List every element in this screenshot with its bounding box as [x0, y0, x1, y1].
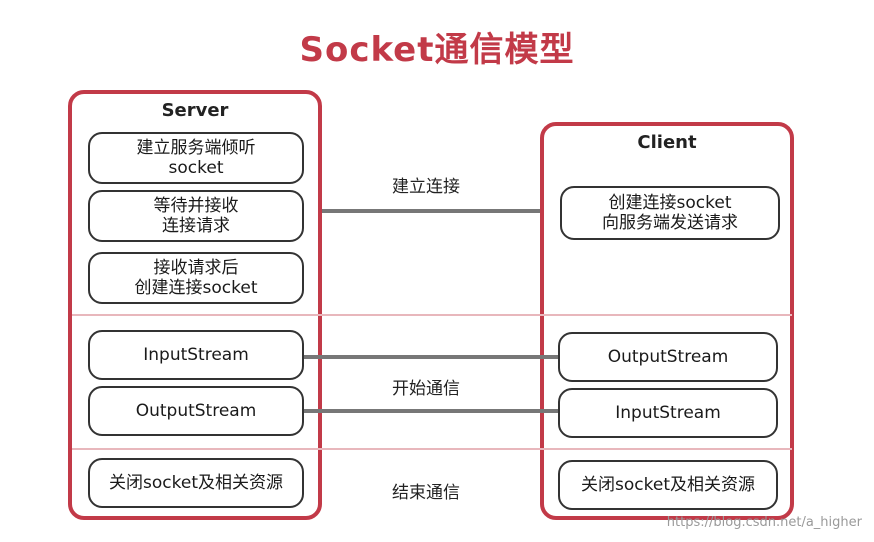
- server-title: Server: [161, 100, 229, 121]
- connect-label: 建立连接: [392, 177, 460, 197]
- server-inputstream-box: InputStream: [88, 330, 304, 380]
- stream-line-2: [304, 409, 558, 413]
- client-title: Client: [637, 132, 697, 153]
- server-listen-socket-box: 建立服务端倾听 socket: [88, 132, 304, 184]
- client-inputstream-box: InputStream: [558, 388, 778, 438]
- stream-line-1: [304, 355, 558, 359]
- diagram-title: Socket通信模型: [299, 30, 575, 70]
- client-outputstream-box: OutputStream: [558, 332, 778, 382]
- section-divider-1: [72, 314, 792, 316]
- server-create-socket-box: 接收请求后 创建连接socket: [88, 252, 304, 304]
- communicate-label: 开始通信: [392, 379, 460, 399]
- section-divider-2: [72, 448, 792, 450]
- end-label: 结束通信: [392, 483, 460, 503]
- server-outputstream-box: OutputStream: [88, 386, 304, 436]
- client-create-socket-box: 创建连接socket 向服务端发送请求: [560, 186, 780, 240]
- server-wait-request-box: 等待并接收 连接请求: [88, 190, 304, 242]
- watermark: https://blog.csdn.net/a_higher: [666, 515, 862, 530]
- connect-line: [322, 209, 540, 213]
- server-close-socket-box: 关闭socket及相关资源: [88, 458, 304, 508]
- client-close-socket-box: 关闭socket及相关资源: [558, 460, 778, 510]
